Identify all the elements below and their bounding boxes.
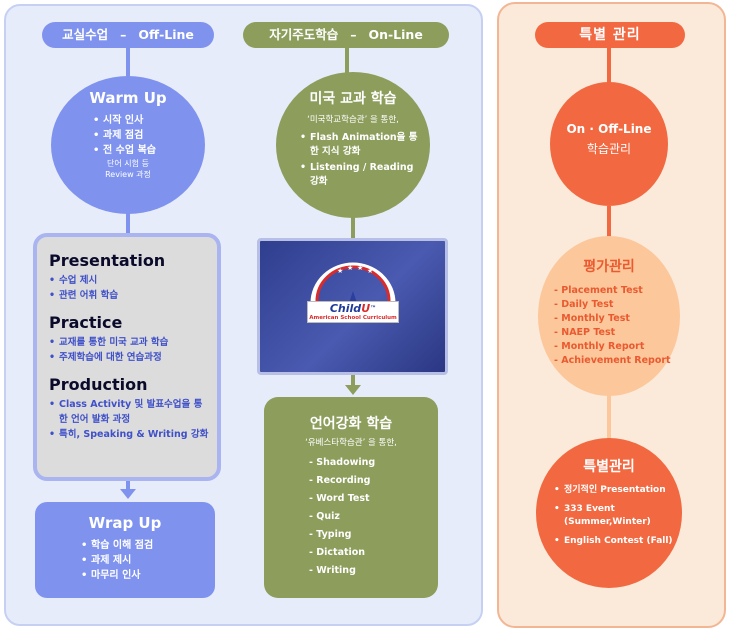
special-header-pill: 특별 관리	[535, 22, 685, 48]
arrow-down-icon	[120, 489, 136, 499]
connector-warmup-ppp	[126, 210, 130, 234]
production-list: Class Activity 및 발표수업을 통한 언어 발화 과정 특히, S…	[49, 397, 209, 442]
list-item: 과제 점검	[93, 128, 205, 143]
connector-logo-language	[351, 375, 355, 385]
warmup-title: Warm Up	[89, 89, 167, 107]
connector-offline-top	[126, 48, 130, 82]
logo-name-a: Child	[329, 302, 362, 315]
practice-list: 교재를 통한 미국 교과 학습 주제학습에 대한 연습과정	[49, 335, 217, 365]
language-list: - Shadowing - Recording - Word Test - Qu…	[309, 454, 438, 580]
list-item: - Writing	[309, 565, 356, 576]
online-pill: 자기주도학습–On-Line	[243, 22, 449, 48]
wrapup-box: Wrap Up 학습 이해 점검 과제 제시 마무리 인사	[35, 502, 215, 598]
list-item: 시작 인사	[93, 113, 205, 128]
connector-right-top	[607, 48, 611, 88]
svg-text:★: ★	[347, 264, 353, 272]
online-pill-mode: On-Line	[368, 27, 423, 42]
list-item: - Dictation	[309, 547, 366, 558]
list-item: - NAEP Test	[554, 327, 616, 338]
connector-online-top	[345, 48, 349, 78]
onoff-circle: On · Off-Line 학습관리	[550, 82, 668, 206]
online-pill-sep: –	[350, 27, 357, 42]
childu-logo-box: ★ ★ ★ ★ ChildU™ American School Curricul…	[257, 238, 448, 375]
list-item: - Shadowing	[309, 457, 376, 468]
us-subject-list: Flash Animation을 통한 지식 강화 Listening / Re…	[300, 131, 422, 189]
list-item: 수업 제시	[49, 273, 217, 288]
list-item: 관련 어휘 학습	[49, 288, 217, 303]
evaluation-circle: 평가관리 - Placement Test - Daily Test - Mon…	[538, 236, 680, 396]
language-title: 언어강화 학습	[309, 416, 393, 432]
list-item: 전 수업 복습	[93, 143, 205, 158]
connector-eval-special	[607, 390, 611, 440]
special-header-label: 특별 관리	[579, 27, 641, 43]
wrapup-list: 학습 이해 점검 과제 제시 마무리 인사	[81, 538, 215, 583]
list-item: - Typing	[309, 529, 352, 540]
connector-us-logo	[351, 215, 355, 239]
list-item: - Quiz	[309, 511, 340, 522]
offline-pill-sep: –	[120, 27, 127, 42]
list-item: English Contest (Fall)	[554, 535, 674, 548]
us-subject-circle: 미국 교과 학습 ‘미국학교학습관’ 을 통한, Flash Animation…	[276, 72, 430, 218]
list-item: - Daily Test	[554, 299, 614, 310]
language-subtitle: ‘유베스타학습관’ 을 통한,	[305, 438, 397, 448]
online-pill-label: 자기주도학습	[269, 27, 339, 42]
list-item: 333 Event (Summer,Winter)	[554, 503, 674, 529]
connector-onoff-eval	[607, 206, 611, 248]
evaluation-list: - Placement Test - Daily Test - Monthly …	[554, 284, 680, 368]
list-item: 특히, Speaking & Writing 강화	[49, 427, 209, 442]
onoff-line2: 학습관리	[586, 142, 632, 156]
warmup-note-1: 단어 시험 등	[107, 159, 149, 168]
production-title: Production	[49, 375, 148, 394]
star-arc-icon: ★ ★ ★ ★	[310, 262, 396, 304]
warmup-circle: Warm Up 시작 인사 과제 점검 전 수업 복습 단어 시험 등 Revi…	[51, 76, 205, 214]
practice-title: Practice	[49, 313, 123, 332]
presentation-list: 수업 제시 관련 어휘 학습	[49, 273, 217, 303]
logo-tagline: American School Curriculum	[309, 315, 397, 321]
logo-name-b: U	[361, 302, 371, 315]
wrapup-title: Wrap Up	[88, 514, 162, 532]
arrow-down-icon	[345, 385, 361, 395]
list-item: 정기적인 Presentation	[554, 484, 674, 497]
onoff-line1: On · Off-Line	[566, 122, 652, 136]
svg-text:★: ★	[337, 267, 343, 275]
list-item: Class Activity 및 발표수업을 통한 언어 발화 과정	[49, 397, 209, 427]
list-item: 과제 제시	[81, 553, 215, 568]
offline-pill-mode: Off-Line	[138, 27, 194, 42]
list-item: 학습 이해 점검	[81, 538, 215, 553]
special-circle: 특별관리 정기적인 Presentation 333 Event (Summer…	[536, 438, 682, 588]
evaluation-title: 평가관리	[583, 259, 635, 275]
list-item: Listening / Reading 강화	[300, 161, 422, 189]
language-box: 언어강화 학습 ‘유베스타학습관’ 을 통한, - Shadowing - Re…	[264, 397, 438, 598]
offline-pill-label: 교실수업	[62, 27, 109, 42]
special-title: 특별관리	[583, 459, 635, 475]
special-list: 정기적인 Presentation 333 Event (Summer,Wint…	[554, 484, 674, 548]
ppp-box: Presentation 수업 제시 관련 어휘 학습 Practice 교재를…	[33, 233, 221, 481]
list-item: - Word Test	[309, 493, 370, 504]
list-item: - Placement Test	[554, 285, 643, 296]
list-item: - Recording	[309, 475, 371, 486]
list-item: 교재를 통한 미국 교과 학습	[49, 335, 217, 350]
connector-ppp-wrapup	[126, 481, 130, 489]
logo-tm: ™	[370, 305, 377, 312]
svg-text:★: ★	[357, 264, 363, 272]
list-item: - Monthly Test	[554, 313, 630, 324]
warmup-note-2: Review 과정	[105, 170, 151, 179]
us-subject-title: 미국 교과 학습	[309, 91, 397, 107]
list-item: 마무리 인사	[81, 568, 215, 583]
warmup-list: 시작 인사 과제 점검 전 수업 복습	[93, 113, 205, 158]
list-item: Flash Animation을 통한 지식 강화	[300, 131, 422, 159]
svg-text:★: ★	[367, 267, 373, 275]
presentation-title: Presentation	[49, 251, 166, 270]
us-subject-subtitle: ‘미국학교학습관’ 을 통한,	[307, 115, 399, 125]
list-item: - Monthly Report	[554, 341, 645, 352]
list-item: - Achievement Report	[554, 355, 671, 366]
list-item: 주제학습에 대한 연습과정	[49, 350, 217, 365]
childu-logo: ChildU™ American School Curriculum	[307, 301, 399, 323]
offline-pill: 교실수업–Off-Line	[42, 22, 214, 48]
